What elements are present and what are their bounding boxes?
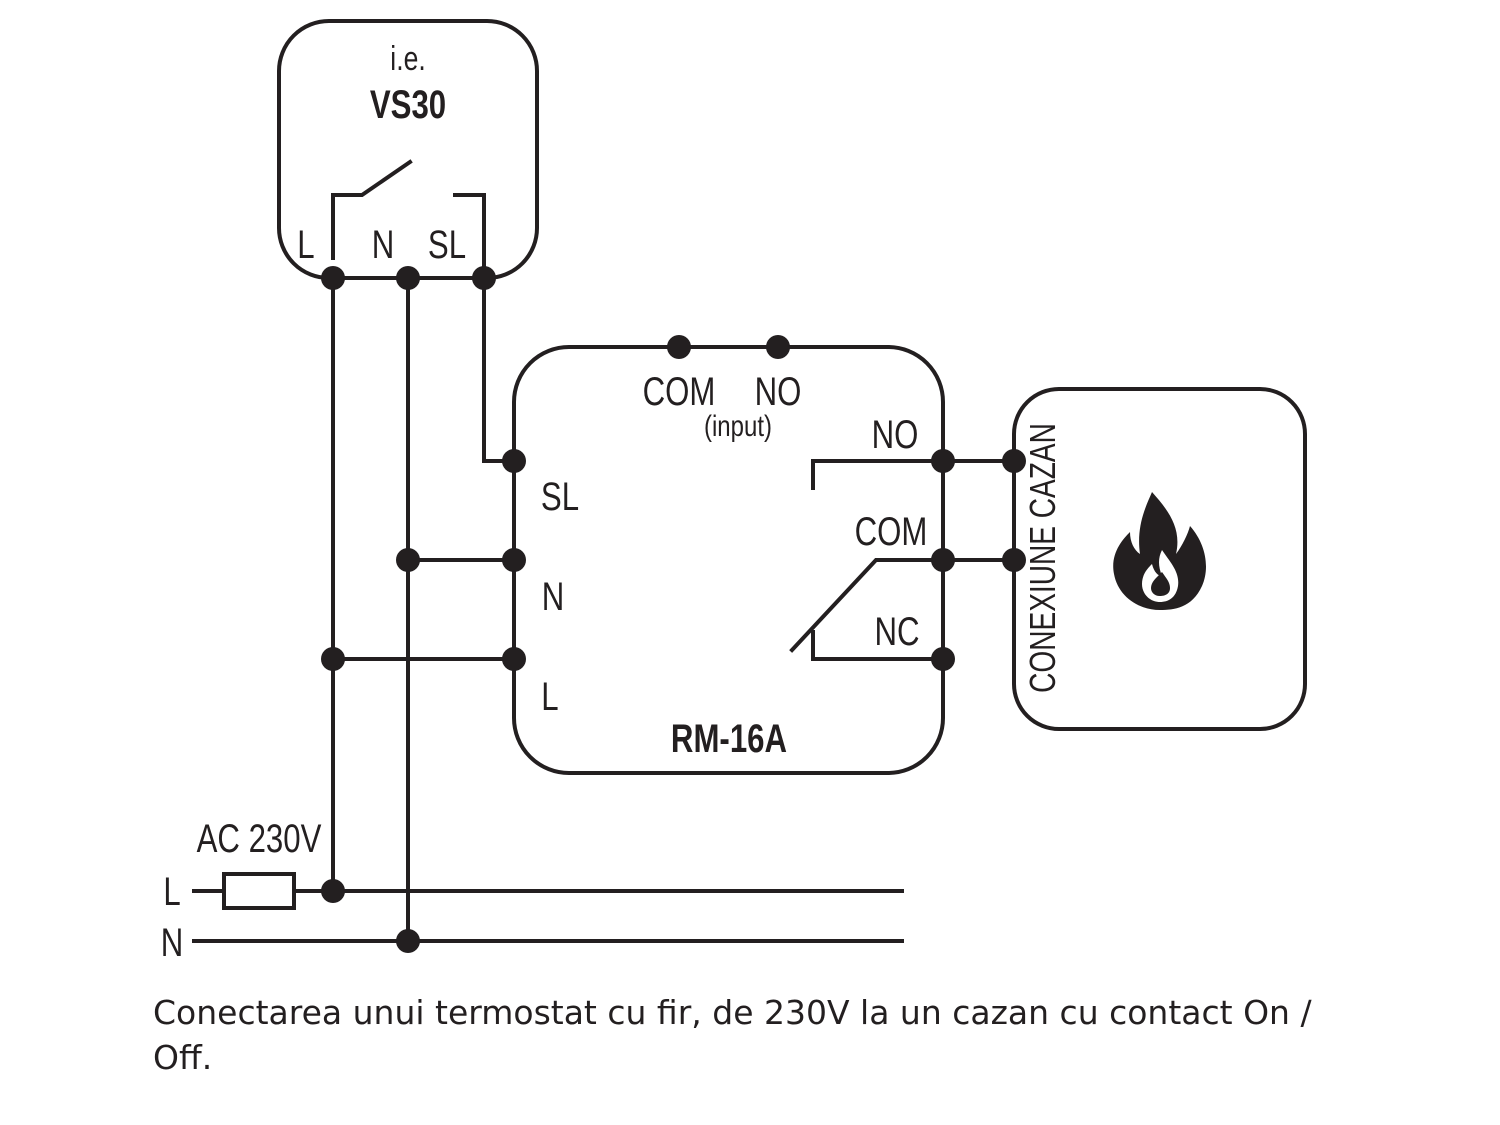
terminal-dot [1002,449,1026,473]
receiver-device: COM NO (input) SL N L NO COM NC RM-16A [512,345,945,775]
fuse [222,872,296,910]
diagram-caption: Conectarea unui termostat cu fir, de 230… [153,993,1312,1077]
relay-no-contact [811,459,945,490]
terminal-dot [766,335,790,359]
terminal-dot [1002,548,1026,572]
receiver-output-nc-label: NC [874,609,919,654]
receiver-terminal-sl: SL [541,474,579,519]
terminal-dot [931,548,955,572]
terminal-dot [931,647,955,671]
junctions [321,266,1026,953]
terminal-dot [502,449,526,473]
thermostat-terminal-sl: SL [428,222,466,267]
supply-line-n-label: N [161,920,184,965]
terminal-dot [502,647,526,671]
receiver-model: RM-16A [671,716,787,761]
flame-icon [1113,492,1206,610]
receiver-input-no-label: NO [755,369,802,414]
receiver-input-note: (input) [704,408,772,442]
boiler-label: CONEXIUNE CAZAN [1023,423,1063,693]
thermostat-prefix: i.e. [390,40,425,78]
thermostat-sl-contact [453,193,486,270]
relay-nc-contact [811,630,945,661]
receiver-terminal-n: N [542,574,565,619]
thermostat-terminal-l: L [297,222,314,267]
supply-line-l-label: L [163,869,180,914]
thermostat-terminal-n: N [372,222,395,267]
boiler-device: CONEXIUNE CAZAN [1012,387,1307,731]
terminal-dot [931,449,955,473]
terminal-dot [396,929,420,953]
receiver-input-com-label: COM [643,369,716,414]
relay-switch [789,558,945,653]
terminal-dot [667,335,691,359]
receiver-terminal-l: L [541,674,558,719]
wire-thermostat-sl [482,276,516,463]
terminal-dot [472,266,496,290]
receiver-output-com-label: COM [855,509,928,554]
terminal-dot [396,266,420,290]
terminal-dot [396,548,420,572]
supply-voltage-label: AC 230V [197,816,322,861]
power-supply: AC 230V L N [161,816,322,965]
thermostat-device: i.e. VS30 L N SL [277,19,539,280]
terminal-dot [321,647,345,671]
receiver-output-no-label: NO [872,412,919,457]
thermostat-model: VS30 [370,82,446,127]
terminal-dot [502,548,526,572]
thermostat-switch [331,159,413,260]
terminal-dot [321,879,345,903]
terminal-dot [321,266,345,290]
